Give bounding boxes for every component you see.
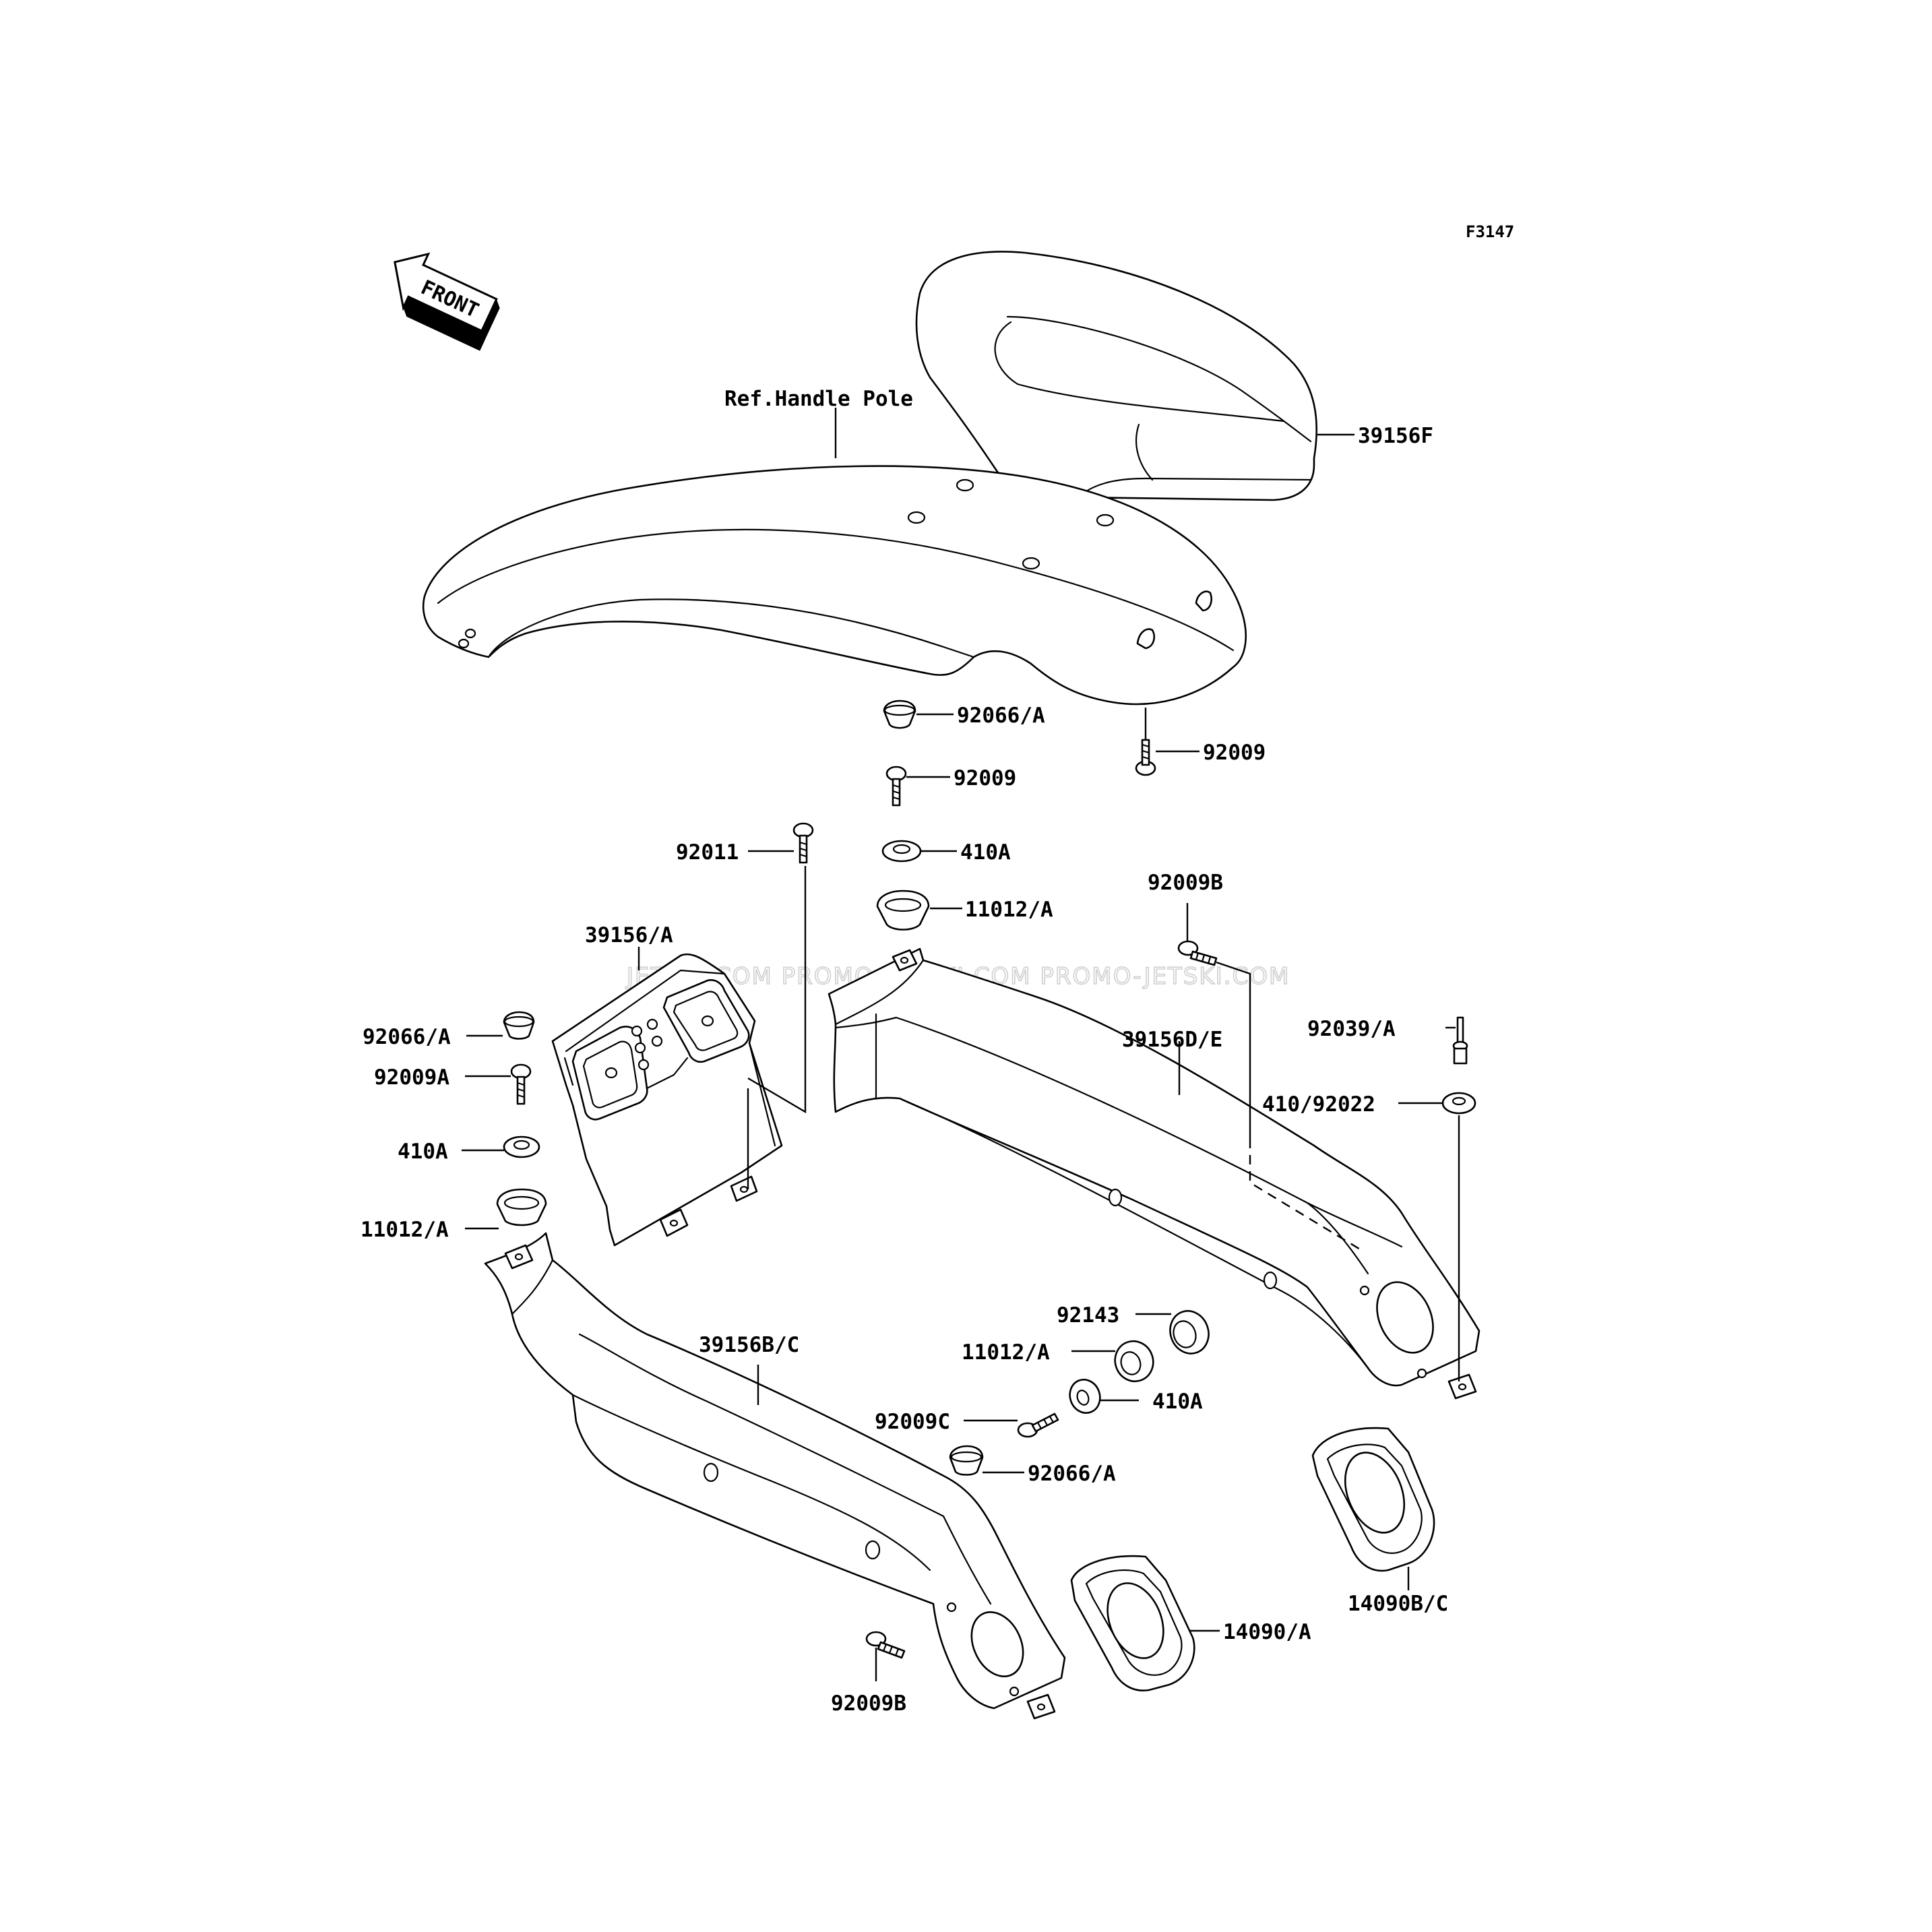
washer-410-92022 (1441, 1092, 1476, 1115)
screw-92011 (792, 822, 814, 864)
reference-label: Ref.Handle Pole (724, 387, 913, 411)
collar-92143 (1169, 1310, 1210, 1354)
label-14090BC: 14090B/C (1348, 1592, 1448, 1616)
grommet-11012A-mid (1114, 1340, 1154, 1383)
label-92066A-left: 92066/A (363, 1025, 451, 1049)
duct-14090BC (1311, 1427, 1435, 1572)
label-410A-left: 410A (398, 1140, 448, 1164)
label-39156F: 39156F (1358, 424, 1433, 448)
part-labels: Ref.Handle Pole 39156F 92066/A 92009 920… (361, 387, 1448, 1716)
label-11012A-left: 11012/A (361, 1218, 449, 1242)
label-92039A: 92039/A (1307, 1017, 1396, 1041)
screw-92009-right (1135, 739, 1156, 776)
leader-lines (462, 408, 1460, 1681)
console-39156A (551, 953, 783, 1247)
screw-92009-mid (885, 766, 907, 807)
grommet-92066A-left (503, 1011, 535, 1040)
screw-92009A (510, 1063, 532, 1105)
label-92009B-bottom: 92009B (831, 1691, 906, 1716)
label-410-92022: 410/92022 (1262, 1092, 1375, 1117)
label-11012A-mid: 11012/A (962, 1340, 1050, 1365)
label-92011: 92011 (676, 840, 739, 865)
washer-410A-left (503, 1135, 540, 1158)
label-11012A-top: 11012/A (965, 898, 1053, 922)
rivet-92039A (1452, 1016, 1468, 1065)
label-14090A: 14090/A (1223, 1620, 1311, 1644)
screw-92009B-top (1177, 940, 1218, 966)
label-92009-mid: 92009 (954, 766, 1016, 790)
washer-410A-mid (1069, 1379, 1101, 1414)
label-92009A: 92009A (374, 1065, 449, 1090)
screw-92009C (1017, 1412, 1059, 1438)
label-39156BC: 39156B/C (699, 1333, 799, 1357)
grommet-11012A-top (876, 890, 930, 931)
grommet-92066A-mid (949, 1445, 984, 1476)
label-92009C: 92009C (875, 1410, 950, 1434)
label-92066A-top: 92066/A (957, 704, 1045, 728)
label-39156DE: 39156D/E (1122, 1028, 1222, 1052)
label-410A-top: 410A (960, 840, 1011, 865)
figure-code: F3147 (1466, 222, 1514, 241)
frame-39156DE (828, 947, 1481, 1400)
label-92009B-top: 92009B (1148, 871, 1223, 895)
seat-39156F (915, 251, 1318, 501)
frame-39156BC (484, 1232, 1066, 1720)
handle-pole (422, 465, 1247, 706)
label-39156A: 39156/A (585, 923, 673, 947)
grommet-92066A-top (883, 699, 916, 729)
label-92066A-mid: 92066/A (1028, 1462, 1116, 1486)
label-410A-mid: 410A (1152, 1390, 1203, 1414)
grommet-11012A-left (496, 1188, 547, 1226)
washer-410A-top (881, 840, 922, 863)
label-92143: 92143 (1057, 1303, 1119, 1328)
screw-92009B-bottom (865, 1631, 906, 1659)
front-arrow-icon: FRONT (394, 252, 500, 351)
label-92009-right: 92009 (1203, 741, 1266, 765)
duct-14090A (1070, 1555, 1195, 1691)
